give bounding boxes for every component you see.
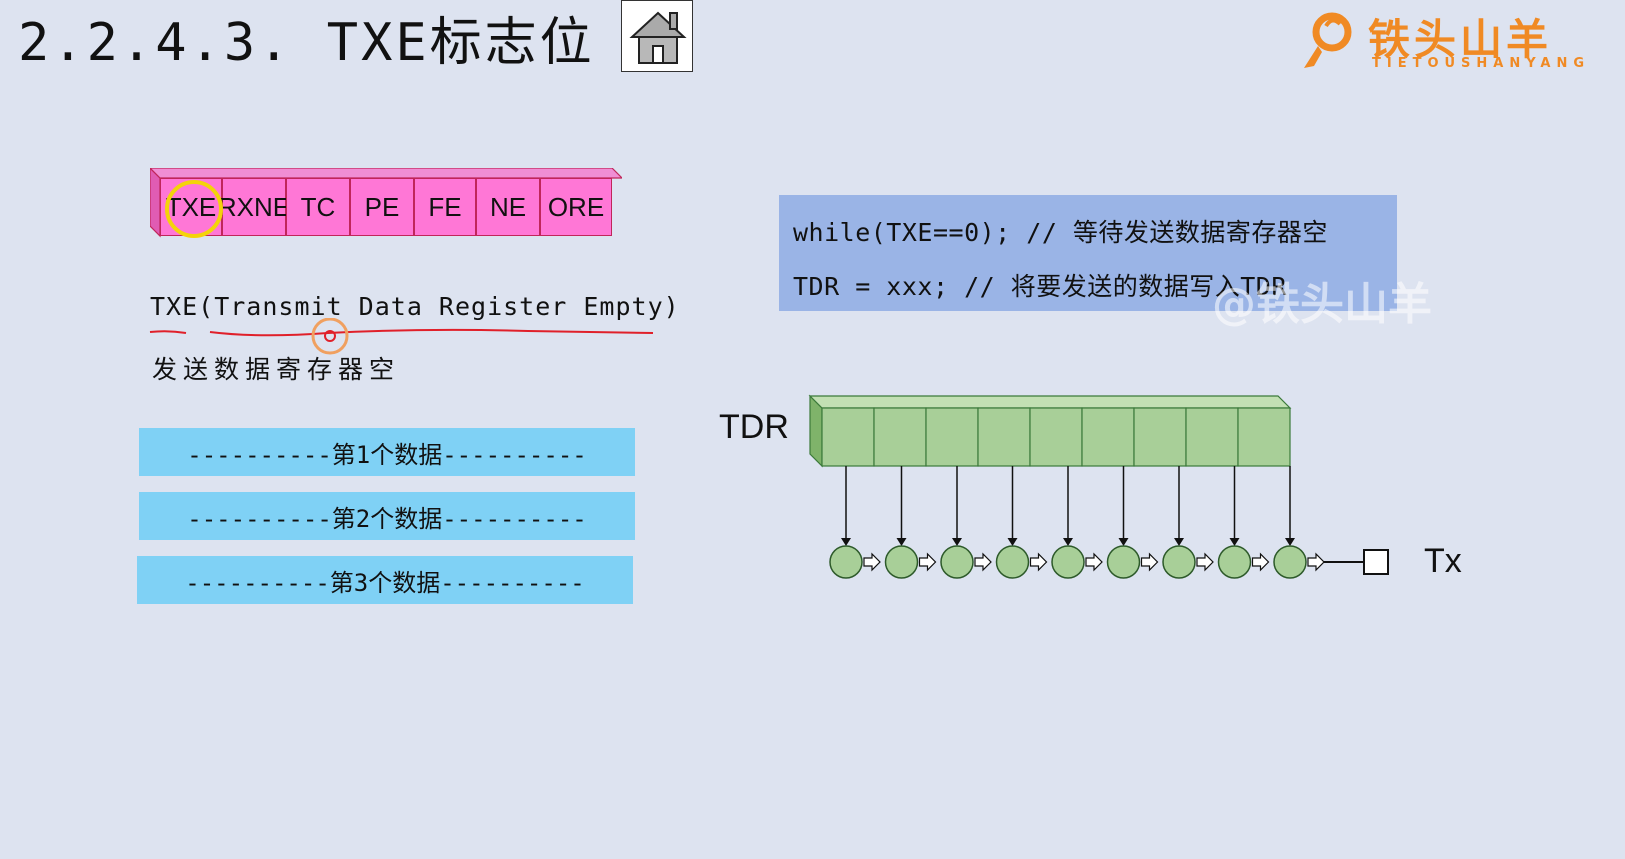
shift-node-7 — [1162, 545, 1196, 579]
register-bit-ore: ORE — [540, 178, 612, 236]
tdr-cell-8 — [1185, 407, 1239, 467]
shift-arrow-9 — [1307, 552, 1325, 572]
down-arrow-head-2 — [896, 538, 907, 546]
shift-arrow-7 — [1196, 552, 1214, 572]
shift-arrow-1 — [863, 552, 881, 572]
tdr-cell-7 — [1133, 407, 1187, 467]
register-top-face — [808, 395, 1292, 409]
shift-node-1 — [829, 545, 863, 579]
tdr-cell-1 — [821, 407, 875, 467]
home-icon — [629, 11, 687, 64]
data-item-1: ----------第1个数据---------- — [139, 428, 635, 476]
tdr-label: TDR — [719, 408, 789, 446]
down-arrow-head-4 — [1007, 538, 1018, 546]
tdr-cell-3 — [925, 407, 979, 467]
shift-arrow-8 — [1251, 552, 1270, 572]
brand-logo: 铁头山羊 TIETOUSHANYANG — [1300, 6, 1590, 76]
tdr-cell-2 — [873, 407, 927, 467]
data-item-3: ----------第3个数据---------- — [137, 556, 633, 604]
data-item-2: ----------第2个数据---------- — [139, 492, 635, 540]
txe-highlight-circle — [165, 180, 223, 238]
shift-arrow-5 — [1085, 552, 1103, 572]
home-button[interactable] — [621, 0, 693, 72]
down-arrow-head-5 — [1063, 538, 1073, 546]
shift-node-8 — [1217, 545, 1252, 579]
code-box: while(TXE==0); // 等待发送数据寄存器空 TDR = xxx; … — [779, 195, 1397, 311]
page-title: 2.2.4.3. TXE标志位 — [18, 13, 595, 73]
shift-node-4 — [995, 545, 1030, 579]
tdr-cell-9 — [1237, 407, 1291, 467]
shift-arrow-4 — [1029, 552, 1048, 572]
down-arrow-head-7 — [1174, 538, 1184, 546]
tdr-cell-4 — [977, 407, 1031, 467]
tx-pin — [1363, 549, 1389, 575]
code-line-2: TDR = xxx; // 将要发送的数据写入TDR — [793, 272, 1287, 301]
register-bit-ne: NE — [476, 178, 540, 236]
register-bit-tc: TC — [286, 178, 350, 236]
register-3d-edge — [150, 168, 622, 238]
down-arrow-head-3 — [952, 538, 962, 546]
shift-node-5 — [1051, 545, 1085, 579]
shift-arrow-2 — [918, 552, 937, 572]
tx-label: Tx — [1424, 542, 1462, 580]
register-bit-rxne: RXNE — [218, 178, 290, 236]
txe-expansion-text: TXE(Transmit Data Register Empty) — [150, 292, 680, 321]
shift-arrow-3 — [974, 552, 992, 572]
tdr-cell-6 — [1081, 407, 1135, 467]
down-arrow-head-6 — [1118, 538, 1129, 546]
code-line-1: while(TXE==0); // 等待发送数据寄存器空 — [793, 218, 1328, 247]
shift-node-3 — [940, 545, 974, 579]
register-bit-pe: PE — [350, 178, 414, 236]
shift-node-9 — [1273, 545, 1307, 579]
register-bit-fe: FE — [414, 178, 476, 236]
down-arrow-head-8 — [1229, 538, 1240, 546]
down-arrow-head-9 — [1285, 538, 1295, 546]
logo-text: 铁头山羊 — [1368, 15, 1553, 64]
shift-node-2 — [884, 545, 919, 579]
tdr-shift-diagram — [808, 394, 1389, 579]
goat-head-icon — [1304, 12, 1352, 68]
watermark: @铁头山羊 — [1212, 279, 1432, 330]
down-arrow-head-1 — [841, 538, 851, 546]
shift-node-6 — [1106, 545, 1141, 579]
txe-meaning-text: 发送数据寄存器空 — [152, 355, 401, 384]
shift-arrow-6 — [1140, 552, 1159, 572]
logo-subtitle: TIETOUSHANYANG — [1372, 56, 1591, 71]
handwritten-underline — [149, 318, 654, 355]
tdr-cell-5 — [1029, 407, 1083, 467]
